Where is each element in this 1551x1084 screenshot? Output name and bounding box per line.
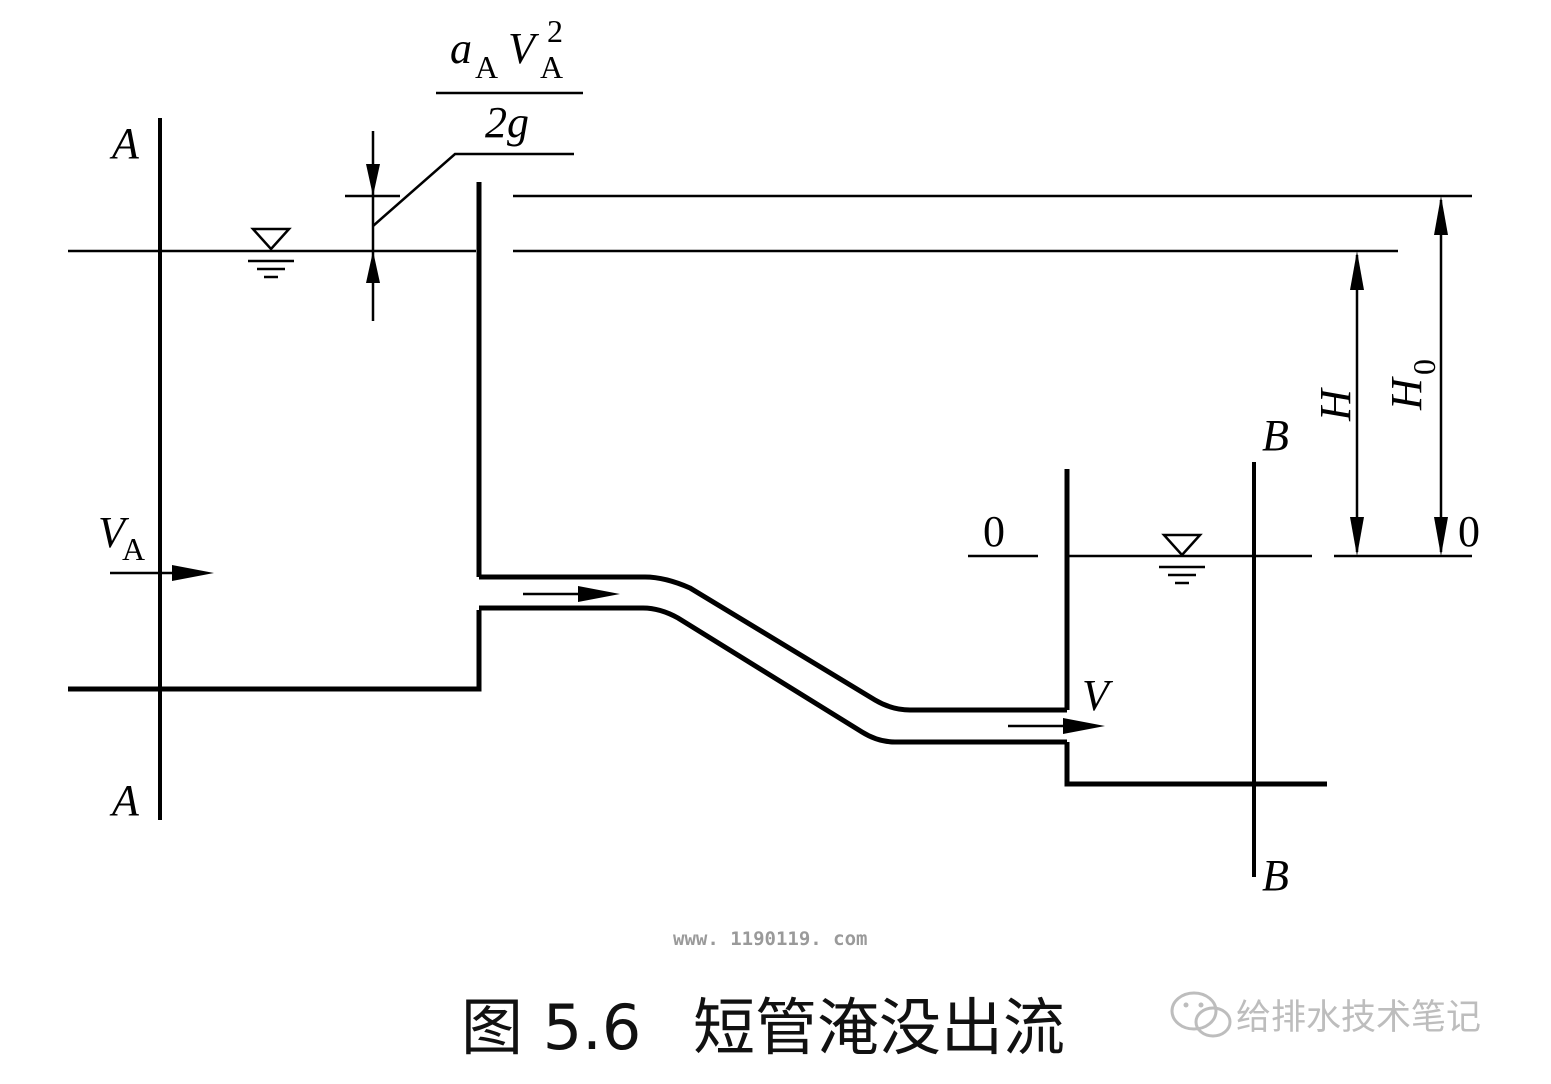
approach-velocity-label: V A [98, 508, 145, 567]
velocity-head-dimension [345, 131, 574, 321]
section-label-b-top: B [1262, 411, 1289, 460]
svg-text:0: 0 [1406, 359, 1442, 375]
datum-label-left: 0 [983, 507, 1005, 556]
svg-text:2: 2 [547, 13, 563, 49]
head-h0-label: H 0 [1382, 359, 1442, 411]
svg-text:V: V [508, 24, 540, 73]
section-label-a-bottom: A [109, 776, 140, 825]
svg-text:A: A [122, 531, 145, 567]
section-label-b-bottom: B [1262, 851, 1289, 900]
svg-text:V: V [98, 508, 130, 557]
wechat-icon [1170, 991, 1232, 1038]
figure-number: 图 5.6 [461, 991, 641, 1064]
outlet-velocity-label: V [1082, 671, 1114, 720]
pipe-flow-arrow [523, 586, 620, 602]
figure-caption: 图 5.6 短管淹没出流 [461, 991, 1065, 1064]
downstream-tank-bottom [1064, 742, 1327, 787]
figure-title: 短管淹没出流 [693, 991, 1065, 1064]
section-label-a-top: A [109, 119, 140, 168]
svg-text:2g: 2g [485, 98, 529, 147]
svg-text:A: A [540, 49, 563, 85]
upstream-tank-bottom [68, 610, 482, 692]
datum-label-right: 0 [1458, 507, 1480, 556]
velocity-head-formula: a A V A 2 2g [436, 13, 583, 147]
svg-text:A: A [475, 49, 498, 85]
head-h-label: H [1311, 387, 1360, 422]
brand-name: 给排水技术笔记 [1236, 998, 1481, 1038]
water-level-symbol-upstream [248, 227, 294, 279]
approach-velocity-arrow [110, 565, 214, 581]
website-watermark: www. 1190119. com [673, 928, 867, 950]
water-level-symbol-downstream [1159, 533, 1205, 585]
svg-text:H: H [1382, 376, 1431, 411]
pipe-bottom-wall [479, 605, 1067, 745]
outlet-velocity-arrow [1008, 718, 1105, 734]
head-h-dimension [1350, 251, 1364, 556]
head-h0-dimension [1434, 196, 1448, 556]
svg-text:a: a [450, 24, 472, 73]
pipe-top-wall [479, 574, 1067, 713]
